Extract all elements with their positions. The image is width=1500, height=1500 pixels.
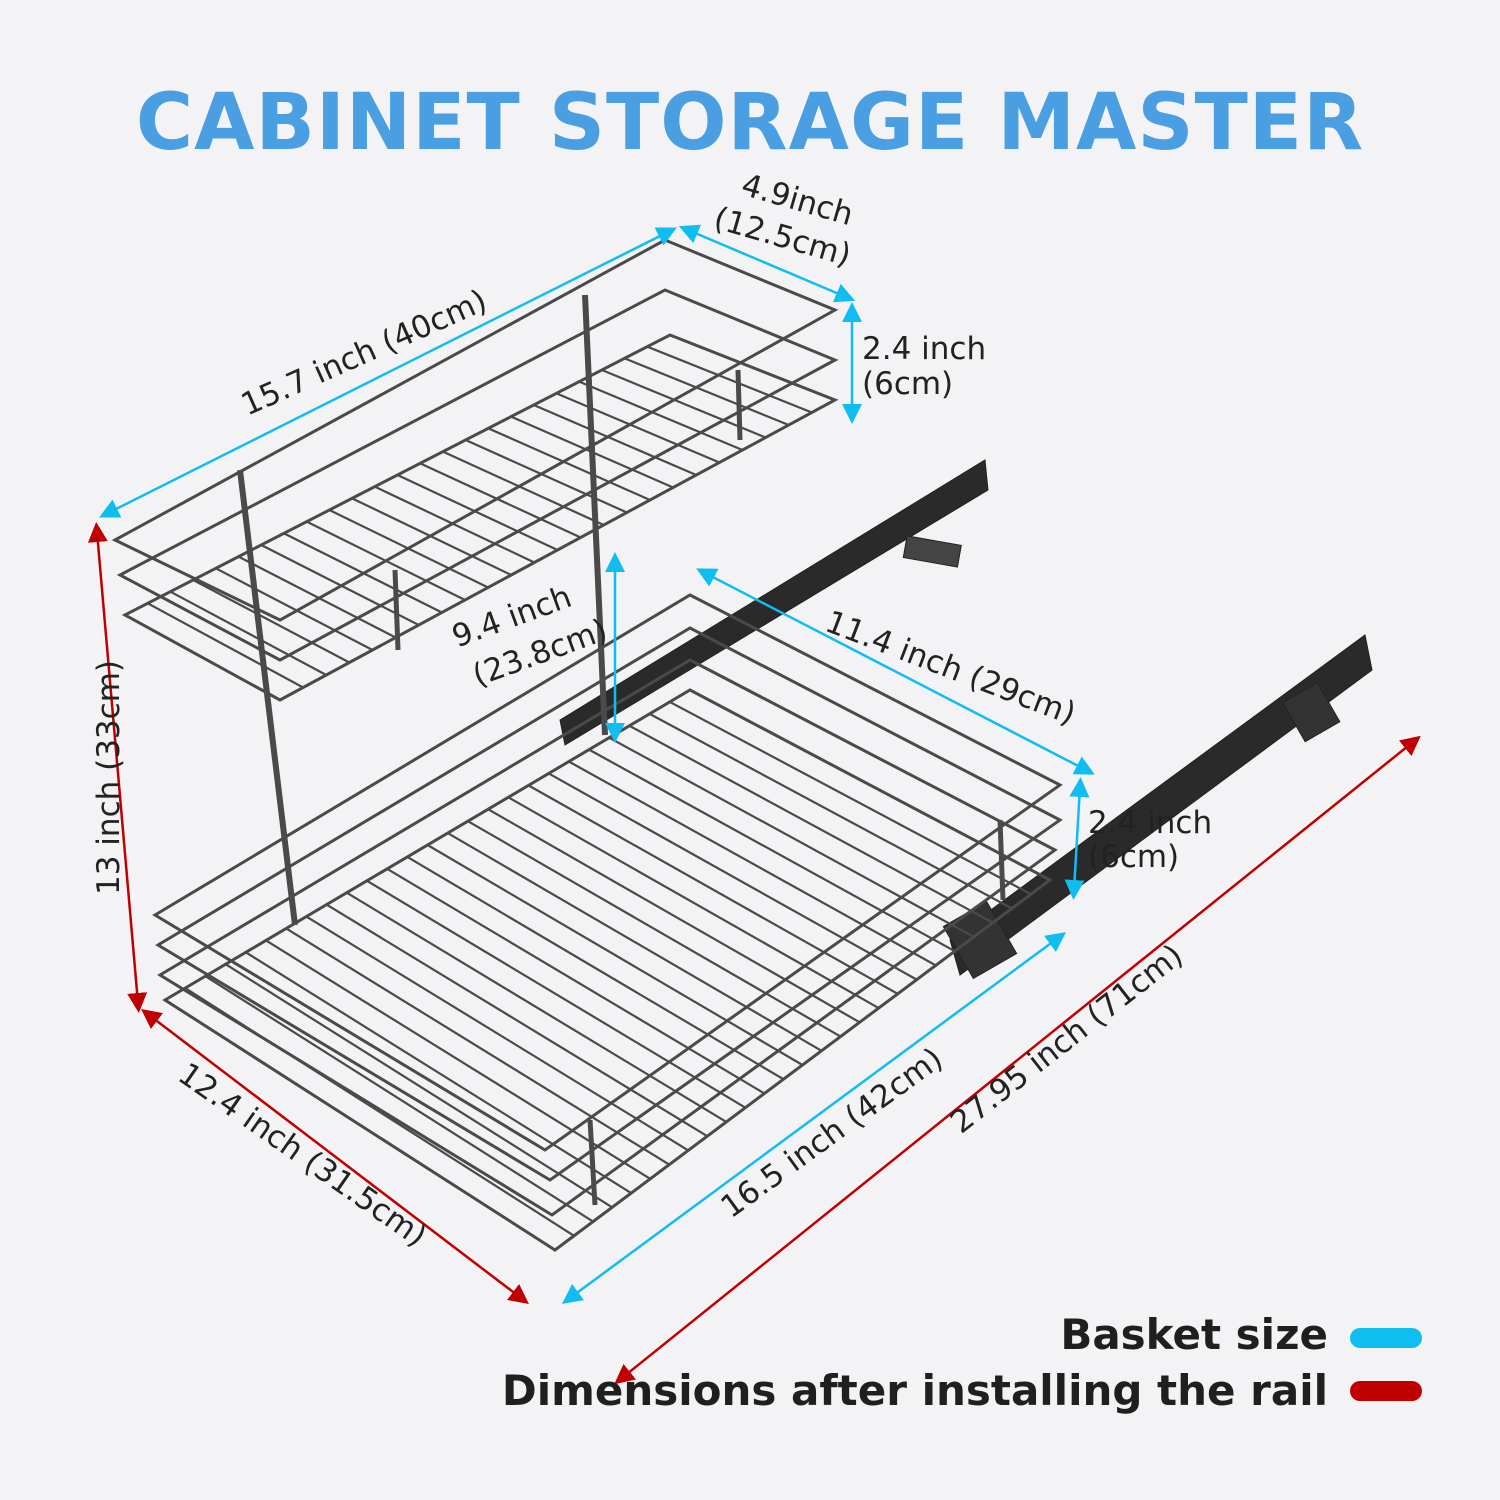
wire xyxy=(406,855,785,1081)
wire xyxy=(215,567,374,651)
lower-height-label-1: 2.4 inch xyxy=(1088,805,1213,841)
wire xyxy=(169,590,327,676)
wire xyxy=(419,462,582,539)
page-title: CABINET STORAGE MASTER xyxy=(135,78,1365,168)
wire xyxy=(283,532,443,614)
lower-height-label-2: (6cm) xyxy=(1088,839,1180,875)
legend-swatch-blue xyxy=(1350,1328,1422,1348)
legend-installed-dimensions: Dimensions after installing the rail xyxy=(501,1366,1328,1415)
wire xyxy=(328,509,489,589)
wire xyxy=(260,544,420,626)
wire xyxy=(447,832,823,1052)
wire xyxy=(192,579,350,664)
wire xyxy=(147,602,304,689)
dimension-arrows xyxy=(87,224,1421,1385)
upper-height-label-2: (6cm) xyxy=(862,366,954,402)
wire xyxy=(305,915,689,1152)
wire xyxy=(649,712,1013,910)
wire xyxy=(224,963,613,1209)
rails xyxy=(559,459,1373,980)
wire xyxy=(204,975,594,1223)
legend-basket-size: Basket size xyxy=(1060,1310,1328,1359)
wire xyxy=(238,555,397,639)
total-height-label: 13 inch (33cm) xyxy=(90,660,127,895)
wire xyxy=(669,700,1032,896)
wire xyxy=(346,891,727,1123)
upper-height-label-1: 2.4 inch xyxy=(862,331,987,367)
wire xyxy=(366,879,746,1109)
wire xyxy=(386,867,765,1095)
legend-swatch-red xyxy=(1350,1381,1422,1401)
wire xyxy=(325,903,708,1138)
wire xyxy=(306,520,466,601)
wire xyxy=(374,485,535,564)
wire xyxy=(351,497,512,576)
wire xyxy=(426,844,804,1066)
wire xyxy=(285,927,670,1166)
wire xyxy=(397,474,558,551)
